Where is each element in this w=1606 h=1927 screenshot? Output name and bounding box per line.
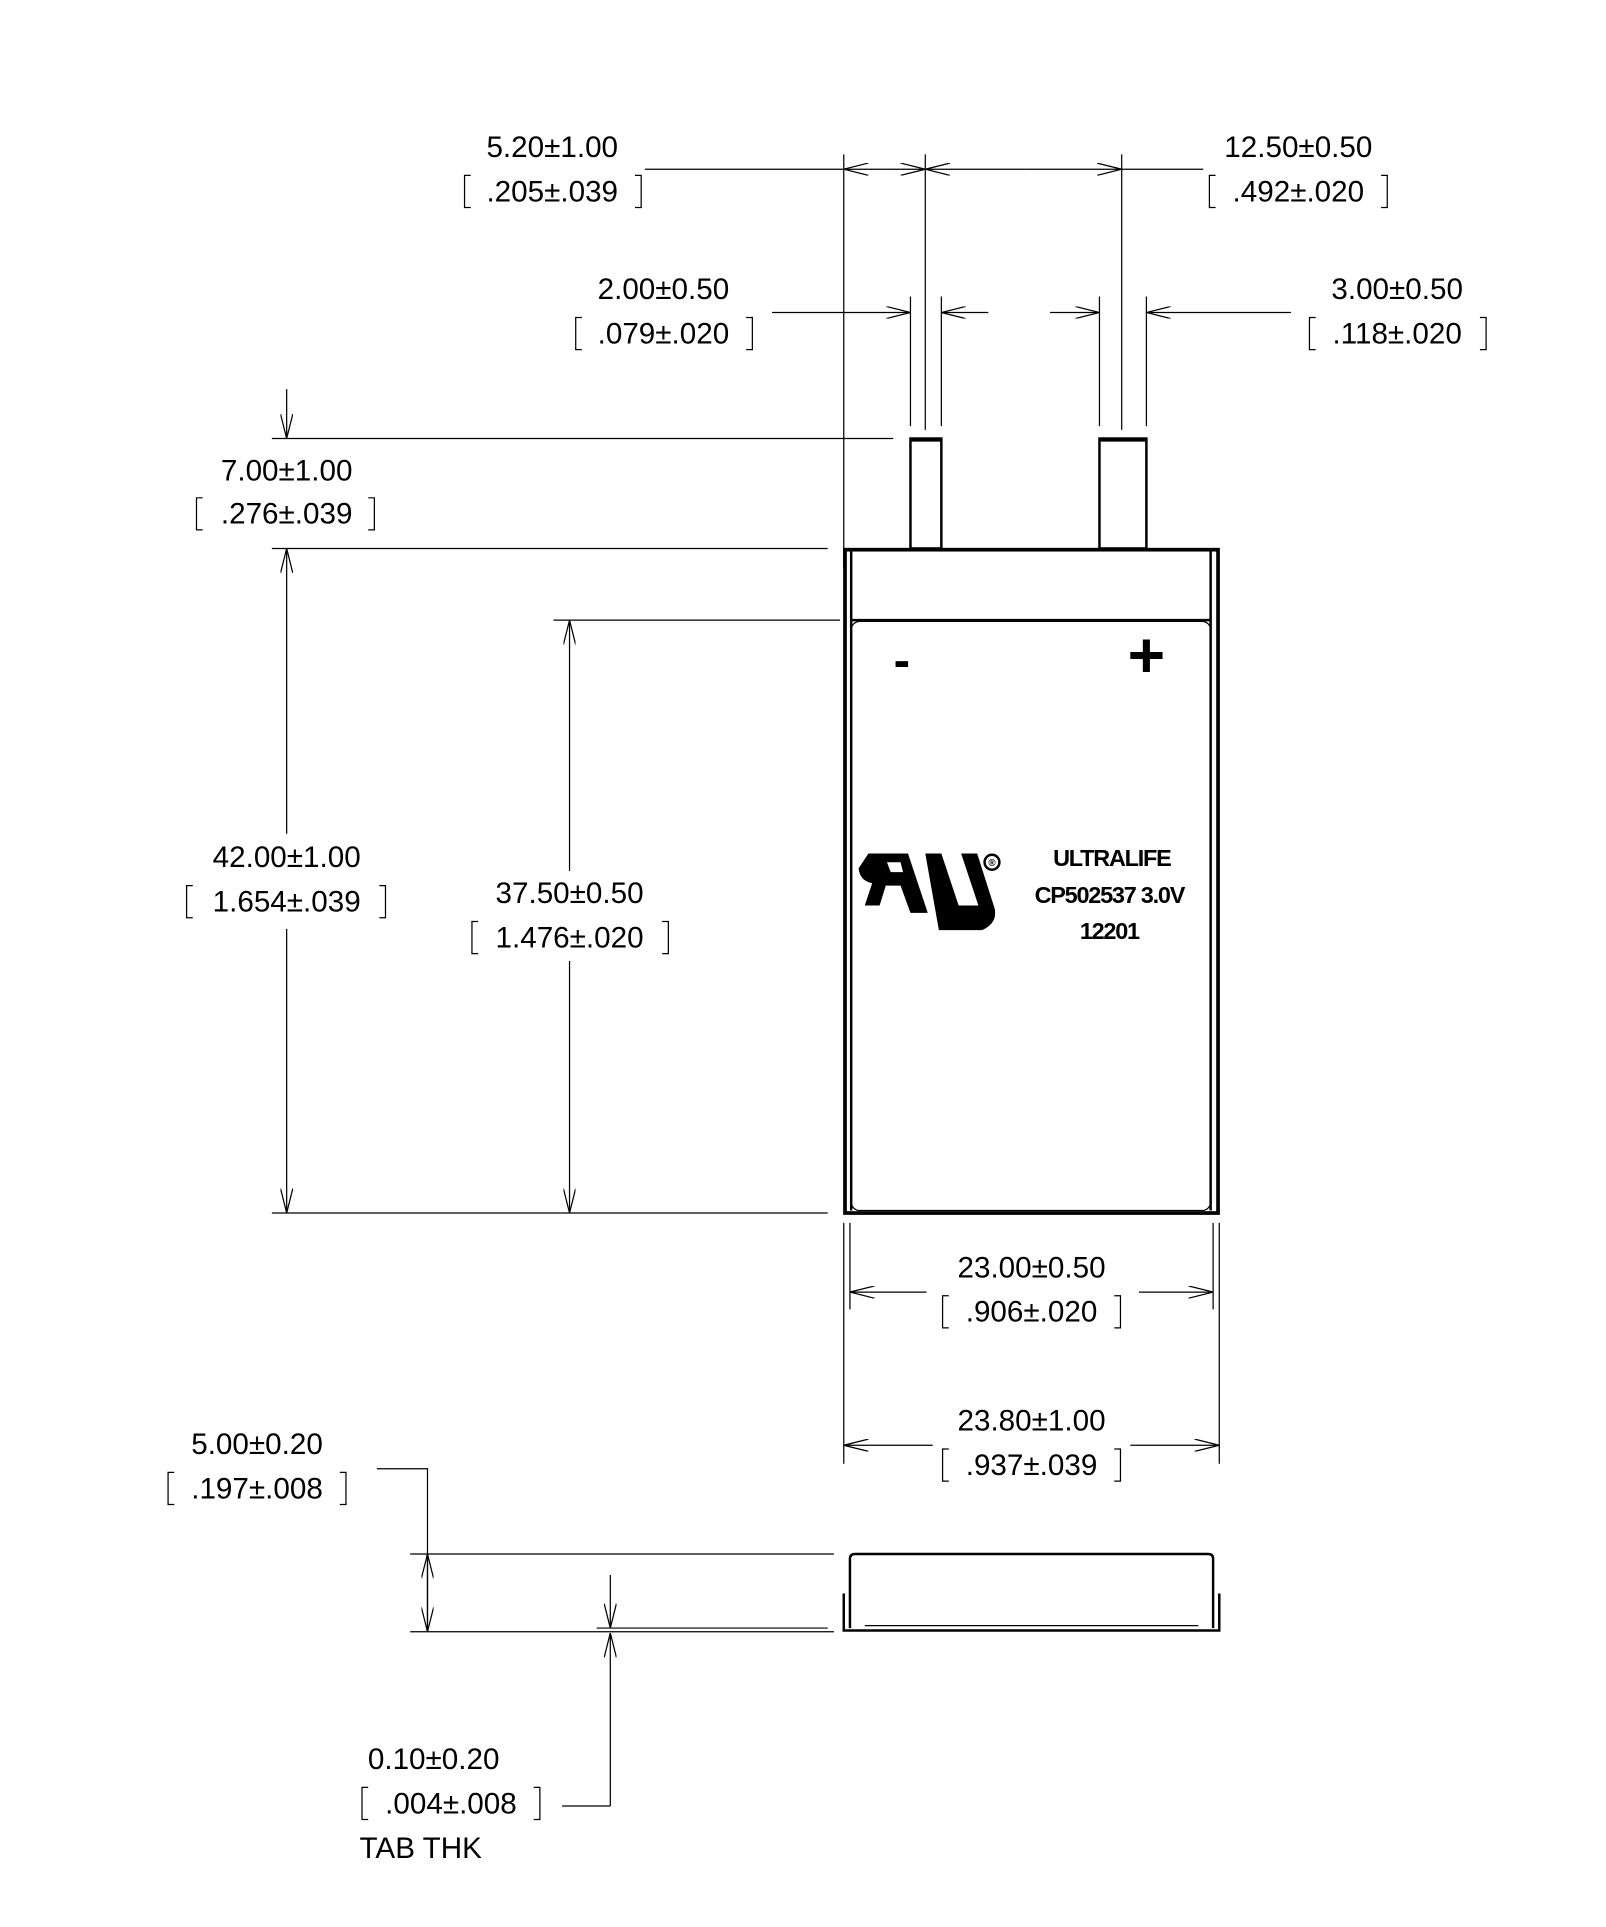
label-length-dimension: 37.50±0.50 1.476±.020 xyxy=(471,619,841,1214)
tab-length-metric: 7.00±1.00 xyxy=(221,455,353,488)
tab-thickness-note: TAB THK xyxy=(360,1832,483,1865)
pos-tab-width-metric: 3.00±0.50 xyxy=(1331,273,1463,306)
body-width-metric: 23.80±1.00 xyxy=(957,1404,1105,1437)
battery-body xyxy=(843,547,1220,1215)
tab-offset-metric: 5.20±1.00 xyxy=(486,131,618,164)
body-length-metric: 42.00±1.00 xyxy=(213,841,361,874)
tab-thickness-dimension: 0.10±0.20 .004±.008 TAB THK xyxy=(360,1574,828,1865)
battery-side-view xyxy=(842,1552,1221,1632)
body-length-inch: 1.654±.039 xyxy=(213,886,361,919)
label-width-dimension: 23.00±0.50 .906±.020 xyxy=(849,1222,1214,1329)
label-length-inch: 1.476±.020 xyxy=(496,921,644,954)
positive-tab xyxy=(1098,437,1148,550)
model-text: CP502537 3.0V xyxy=(1035,882,1186,908)
tab-width-dimensions: 2.00±0.50 .079±.020 3.00±0.50 .118±.020 xyxy=(575,273,1487,427)
label-width-inch: .906±.020 xyxy=(966,1296,1098,1329)
tab-thickness-metric: 0.10±0.20 xyxy=(368,1743,500,1776)
label-width-metric: 23.00±0.50 xyxy=(957,1251,1105,1284)
battery-top-view: - + ® ULTRALIFE CP502537 3.0V 12201 xyxy=(843,437,1220,1215)
neg-tab-width-inch: .079±.020 xyxy=(598,317,730,350)
brand-text: ULTRALIFE xyxy=(1053,845,1171,871)
tab-thickness-inch: .004±.008 xyxy=(385,1787,517,1820)
negative-tab xyxy=(909,437,943,550)
negative-symbol: - xyxy=(894,633,910,688)
body-width-dimension: 23.80±1.00 .937±.039 xyxy=(843,1222,1220,1482)
pos-tab-width-inch: .118±.020 xyxy=(1332,317,1461,350)
thickness-inch: .197±.008 xyxy=(191,1472,323,1505)
tab-offset-inch: .205±.039 xyxy=(486,175,618,208)
tab-offset-dimension: 5.20±1.00 .205±.039 12.50±0.50 .492±.020 xyxy=(463,131,1388,569)
neg-tab-width-metric: 2.00±0.50 xyxy=(598,273,730,306)
ul-logo: ® xyxy=(858,853,1001,931)
body-length-dimension: 42.00±1.00 1.654±.039 xyxy=(185,547,828,1214)
positive-symbol: + xyxy=(1128,619,1166,691)
tab-length-dimension: 7.00±1.00 .276±.039 xyxy=(195,389,894,531)
tab-spacing-metric: 12.50±0.50 xyxy=(1224,131,1372,164)
code-text: 12201 xyxy=(1080,918,1140,944)
thickness-metric: 5.00±0.20 xyxy=(191,1428,323,1461)
label-length-metric: 37.50±0.50 xyxy=(496,877,644,910)
battery-label xyxy=(850,620,1212,1212)
tab-length-inch: .276±.039 xyxy=(221,498,353,531)
body-width-inch: .937±.039 xyxy=(966,1449,1098,1482)
tab-spacing-inch: .492±.020 xyxy=(1233,175,1365,208)
registered-mark: ® xyxy=(988,858,996,869)
thickness-dimension: 5.00±0.20 .197±.008 xyxy=(167,1428,834,1633)
